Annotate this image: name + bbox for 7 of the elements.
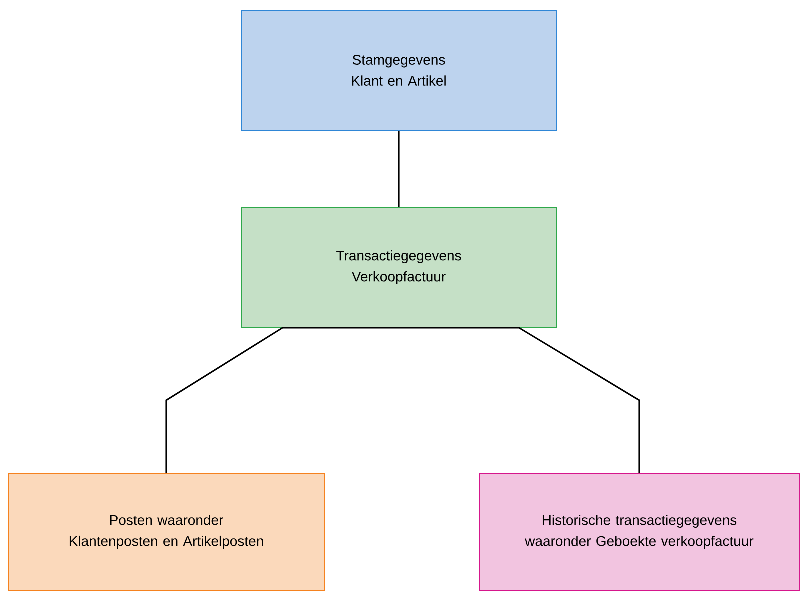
process-box: Stamgegevens Klant en Artikel [241,10,557,131]
connector-line [398,131,400,207]
process-box: Historische transactiegegevens waaronder Geboekte verkoopfactuur [479,473,800,591]
connector-line [399,327,640,473]
process-box: Transactiegegevens Verkoopfactuur [241,207,557,328]
process-box: Posten waaronder Klantenposten en Artikelposten [8,473,325,591]
connector-line [166,327,399,473]
